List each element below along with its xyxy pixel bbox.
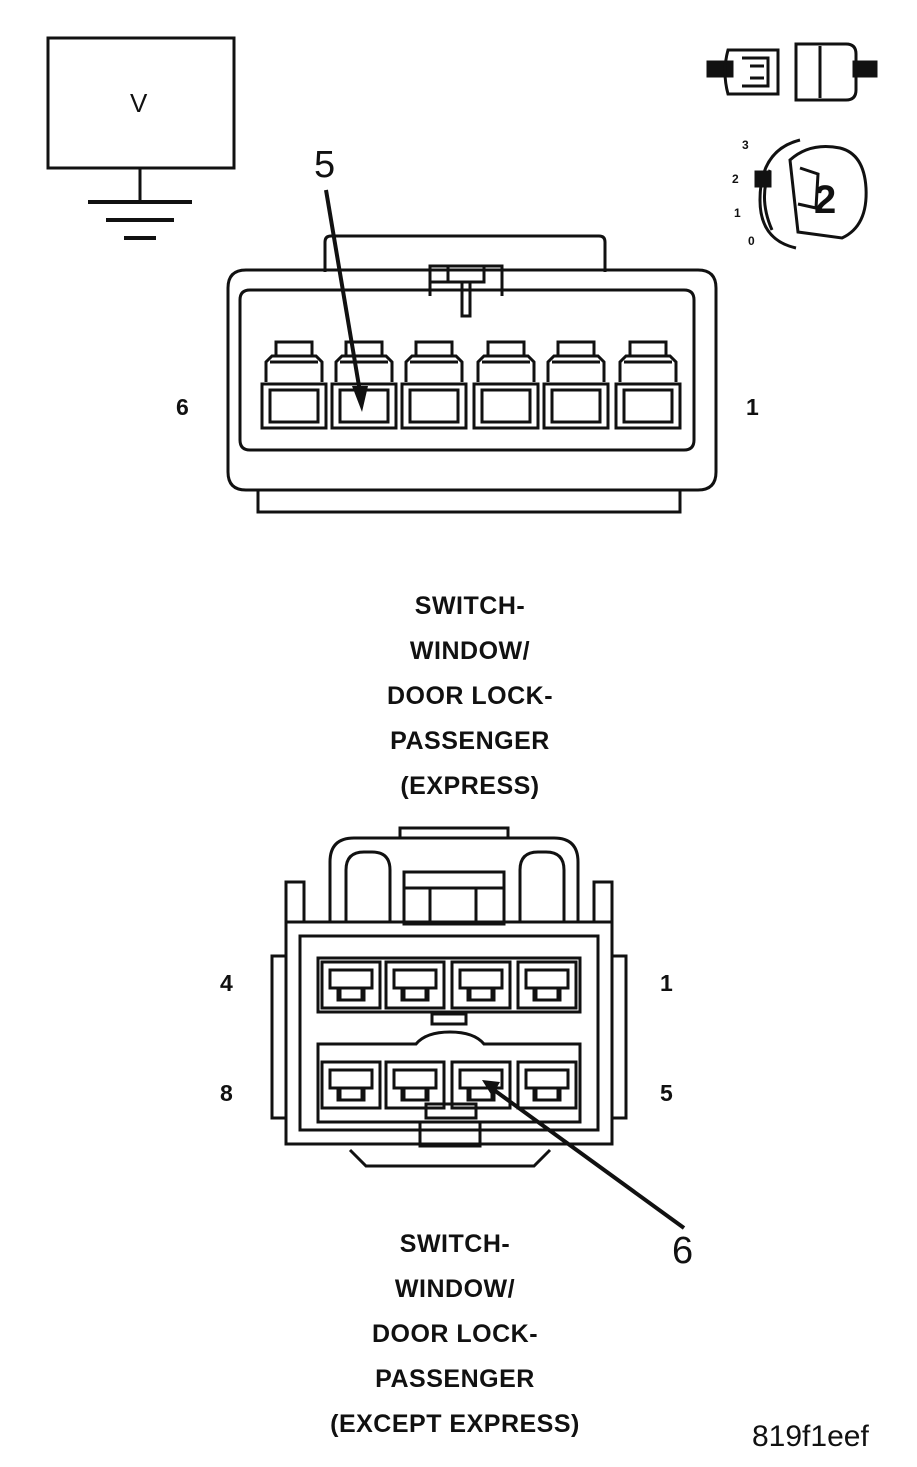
- pin-label-1-lower: 1: [660, 970, 673, 996]
- caption-line: (EXPRESS): [400, 772, 540, 800]
- ignition-position-0: 0: [748, 234, 755, 248]
- pin-label-8: 8: [220, 1080, 233, 1106]
- voltmeter-icon: [46, 36, 236, 240]
- callout-pin-6: 6: [672, 1230, 694, 1272]
- connector-disconnect-icon: [706, 42, 878, 102]
- voltmeter-symbol: V: [130, 88, 148, 118]
- ignition-position-3: 3: [742, 138, 749, 152]
- caption-line: WINDOW/: [409, 637, 531, 665]
- caption-line: SWITCH-: [399, 1230, 511, 1258]
- ignition-position-2: 2: [732, 172, 739, 186]
- caption-line: PASSENGER: [390, 727, 550, 755]
- caption-line: DOOR LOCK-: [371, 1320, 539, 1348]
- pin-cavities-express: [260, 340, 682, 430]
- ignition-position-1: 1: [734, 206, 741, 220]
- caption-line: DOOR LOCK-: [386, 682, 554, 710]
- ignition-key-position: 2: [814, 178, 837, 222]
- caption-line: SWITCH-: [414, 592, 526, 620]
- connector-except-express: [270, 826, 628, 1168]
- callout-pin-5: 5: [314, 144, 336, 186]
- figure-id: 819f1eef: [752, 1420, 869, 1453]
- caption-line: (EXCEPT EXPRESS): [330, 1410, 580, 1438]
- connector-express: [226, 234, 718, 514]
- pin-cavities-upper: [320, 960, 578, 1010]
- caption-express: SWITCH- WINDOW/ DOOR LOCK- PASSENGER (EX…: [300, 584, 640, 809]
- caption-line: WINDOW/: [394, 1275, 516, 1303]
- pin-label-4: 4: [220, 970, 233, 996]
- callout-arrow-top: [324, 189, 368, 412]
- callout-arrow-bottom: [482, 1080, 686, 1230]
- caption-line: PASSENGER: [375, 1365, 535, 1393]
- ignition-switch-icon: [754, 138, 868, 250]
- pin-label-6: 6: [176, 394, 189, 420]
- pin-label-1: 1: [746, 394, 759, 420]
- caption-except-express: SWITCH- WINDOW/ DOOR LOCK- PASSENGER (EX…: [270, 1222, 640, 1447]
- pin-label-5: 5: [660, 1080, 673, 1106]
- pin-cavities-lower: [320, 1060, 578, 1110]
